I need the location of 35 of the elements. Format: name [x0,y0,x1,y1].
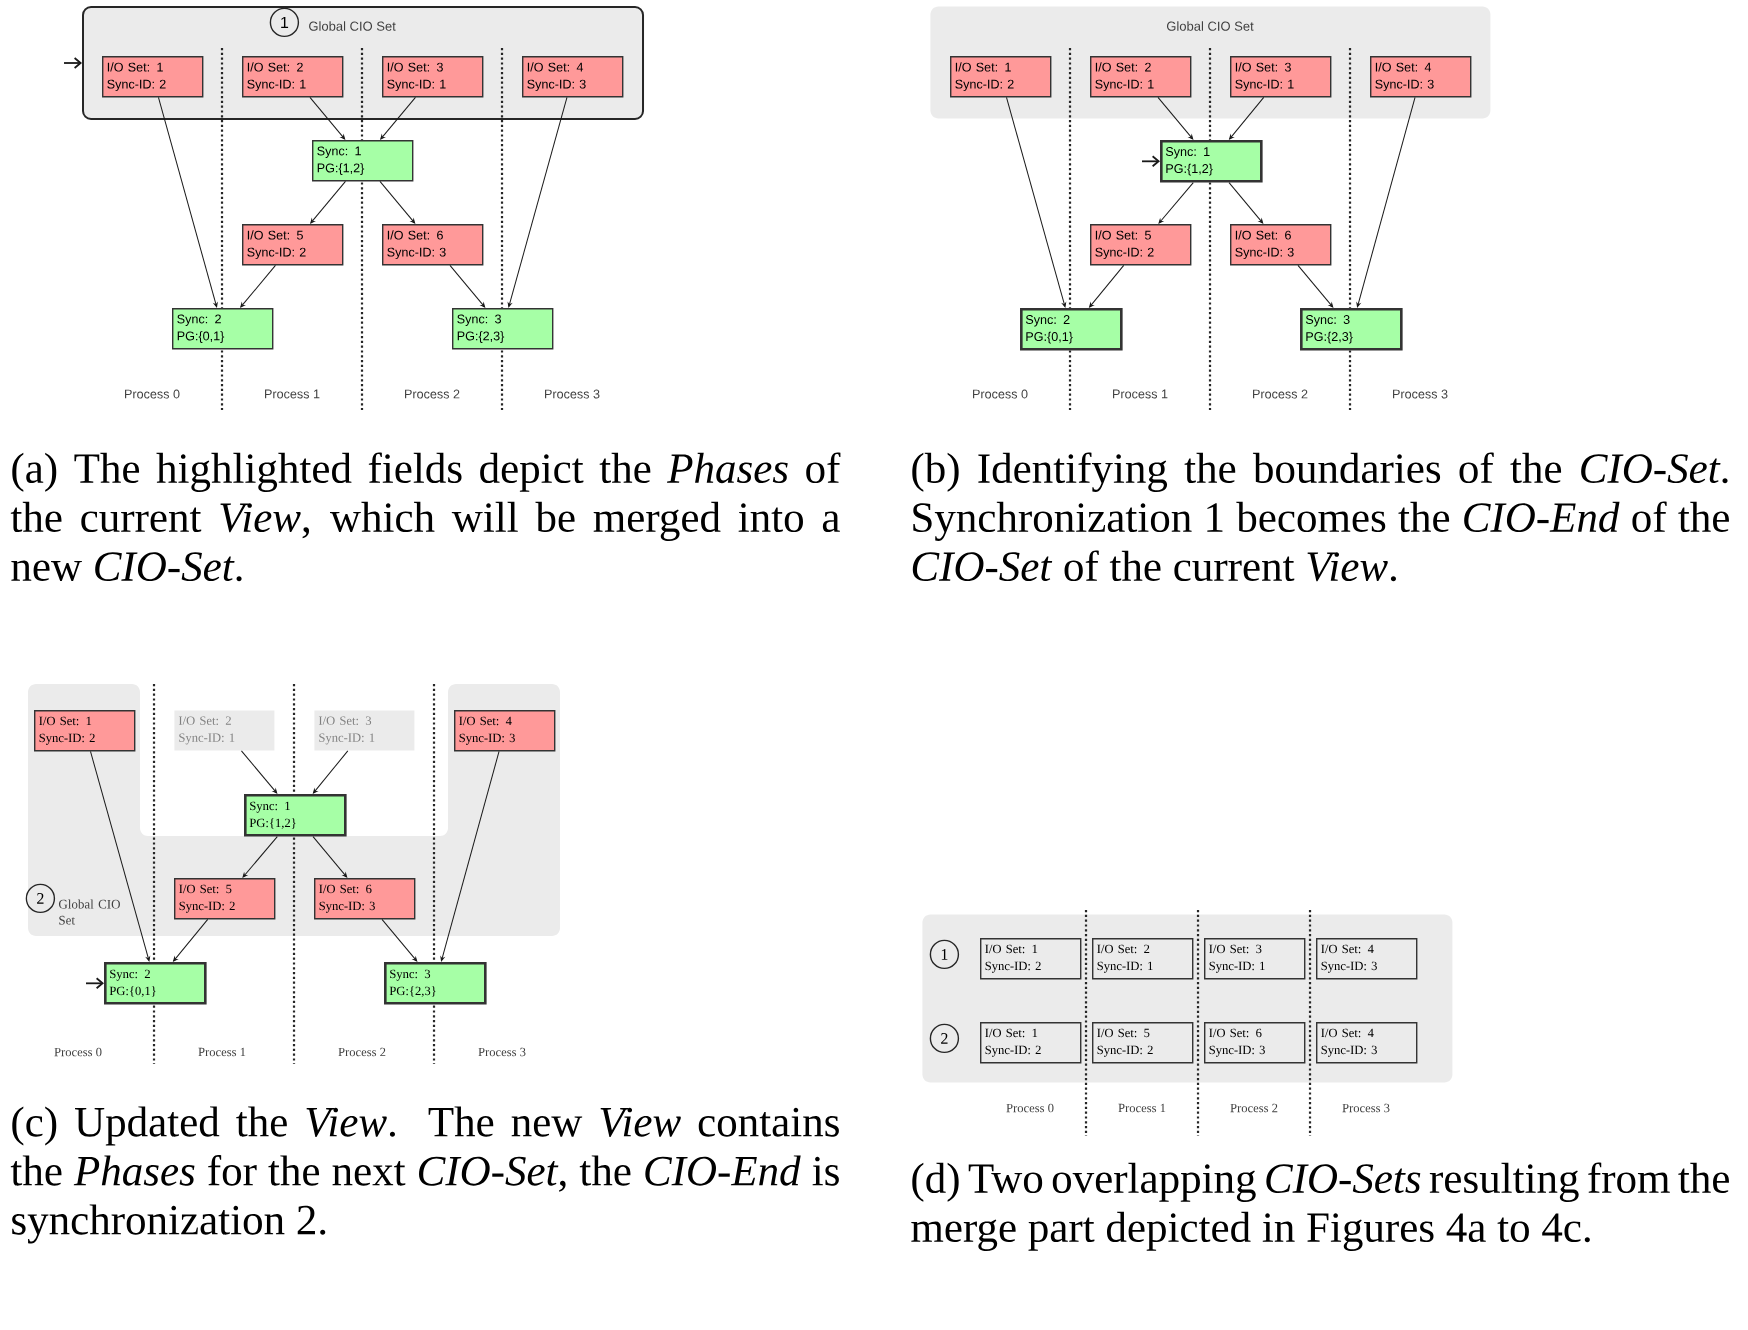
arrow [309,96,346,140]
arrow [507,96,568,308]
arrow [1158,182,1194,224]
circled-number: 2 [25,883,56,914]
arrow [1229,96,1265,140]
arrow [310,180,346,224]
arrow [1228,182,1264,224]
subfigure-caption: (a) The highlighted fields depict the Phases of the current View, which will be merged into a new CIO-Set. [10,452,841,582]
arrow [157,96,218,308]
arrow [1297,264,1334,308]
arrow [380,96,416,140]
arrow [85,977,104,990]
arrow [173,918,209,962]
arrow [1157,96,1194,140]
arrow [449,264,486,308]
subfigure-caption: (b) Identifying the boundaries of the CIO-Set. Synchronization 1 becomes the CIO-End of the CIO-Set of the current View. [912,452,1729,582]
arrow [1141,155,1160,168]
arrow [312,836,348,878]
subfigure-caption: (c) Updated the View. The new View contains the Phases for the next CIO-Set, the CIO-End is synchronization 2. [10,1106,839,1244]
arrow [1356,96,1416,308]
arrow [63,57,82,69]
circled-number: 2 [929,1023,960,1054]
circled-number: 1 [929,939,960,970]
arrow [381,918,418,962]
arrow [90,750,151,962]
arrow [240,264,276,308]
arrow [312,750,349,794]
arrow [379,180,416,224]
arrow [1006,96,1067,308]
subfigure-caption: (d) Two overlapping CIO-Sets resulting from the merge part depicted in Figures 4a to 4c. [911,1162,1729,1251]
arrow [240,750,278,794]
arrow [242,836,278,878]
arrow [1089,264,1125,308]
circled-number: 1 [269,7,300,38]
arrow [440,750,500,962]
